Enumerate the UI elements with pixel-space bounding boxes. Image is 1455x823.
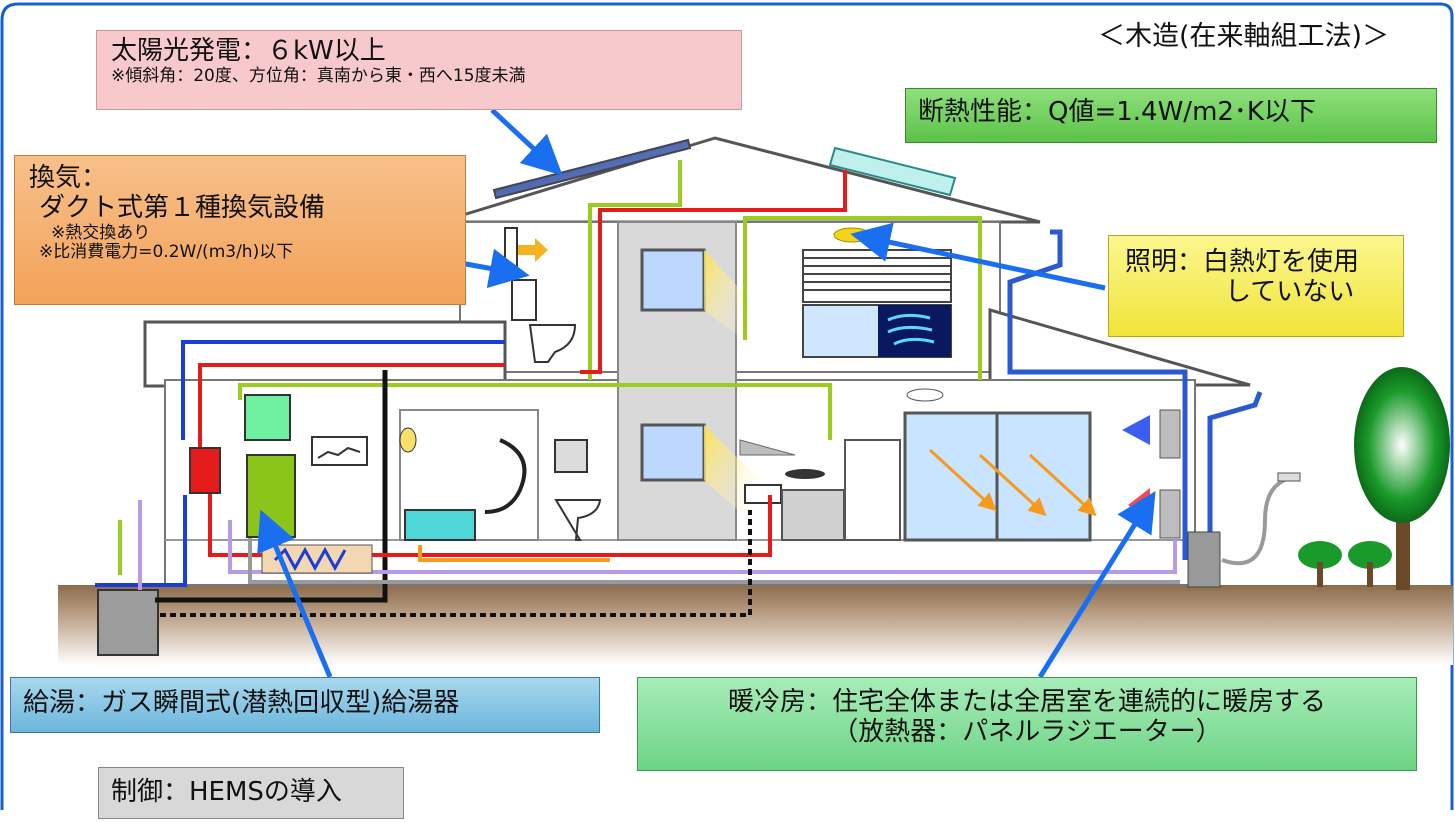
tree-icon <box>1354 367 1450 523</box>
cool-air-icon <box>1122 415 1150 445</box>
solar-water-heater-icon <box>828 146 957 197</box>
solar-power-label: 太陽光発電：６kW以上 ※傾斜角：20度、方位角：真南から東・西へ15度未満 <box>96 30 742 110</box>
ground <box>58 585 1453 665</box>
heating-cooling-line1: 暖冷房：住宅全体または全居室を連続的に暖房する <box>727 687 1326 717</box>
ventilation-unit-icon <box>246 454 296 538</box>
garden-shower-icon <box>1277 472 1301 482</box>
solar-power-note: ※傾斜角：20度、方位角：真南から東・西へ15度未満 <box>111 65 526 86</box>
hot-water-label: 給湯：ガス瞬間式(潜熱回収型)給湯器 <box>10 677 600 733</box>
piping <box>95 160 1180 603</box>
window-lower <box>640 423 706 482</box>
solar-panel-icon <box>492 138 692 200</box>
shrub-icon <box>1348 541 1392 569</box>
refrigerator-icon <box>844 439 901 541</box>
construction-type-subtitle: ＜木造(在来軸組工法)＞ <box>1098 21 1390 52</box>
solar-power-title: 太陽光発電：６kW以上 <box>111 36 386 66</box>
ventilation-note-power: ※比消費電力=0.2W/(m3/h)以下 <box>39 242 294 263</box>
panel-radiator-icon <box>1159 409 1181 459</box>
toilet-icon <box>528 324 577 363</box>
insulation-label: 断熱性能：Q値=1.4W/m2･K以下 <box>905 88 1437 143</box>
ventilation-type: ダクト式第１種換気設備 <box>39 192 326 223</box>
ceiling-lamp-icon <box>833 227 871 243</box>
heating-cooling-line2: （放熱器：パネルラジエーター） <box>832 716 1222 747</box>
vent-fan-icon <box>504 227 518 269</box>
control-label: 制御：HEMSの導入 <box>98 767 404 819</box>
lighting-label: 照明：白熱灯を使用 していない <box>1108 235 1404 337</box>
mirror-icon <box>554 439 588 473</box>
kitchen-counter <box>781 489 845 541</box>
hot-water-text: 給湯：ガス瞬間式(潜熱回収型)給湯器 <box>23 688 460 718</box>
window-upper <box>640 248 706 312</box>
ventilation-label: 換気： ダクト式第１種換気設備 ※熱交換あり ※比消費電力=0.2W/(m3/h… <box>14 155 466 305</box>
panel-radiator-icon <box>1159 489 1181 539</box>
ventilation-title: 換気： <box>29 163 108 193</box>
heat-exchanger-unit-icon <box>244 394 291 441</box>
shower-hose-icon <box>484 438 527 514</box>
shrub-icon <box>1298 541 1342 569</box>
vent-arrow-icon <box>518 238 548 262</box>
washbasin-icon <box>554 499 602 541</box>
rainwater-tank-icon <box>1187 531 1221 588</box>
heating-cooling-label: 暖冷房：住宅全体または全居室を連続的に暖房する （放熱器：パネルラジエーター） <box>637 677 1417 771</box>
bathtub-icon <box>404 509 476 541</box>
kitchen-sink-icon <box>744 484 782 504</box>
ventilation-note-heat-exchange: ※熱交換あり <box>51 222 151 243</box>
toilet-tank-icon <box>511 279 537 321</box>
lighting-line1: 照明：白熱灯を使用 <box>1125 247 1360 277</box>
insulation-text: 断熱性能：Q値=1.4W/m2･K以下 <box>918 97 1316 127</box>
wall-lamp-icon <box>399 427 417 453</box>
lighting-line2: していない <box>1225 276 1355 307</box>
pointer-arrows <box>257 108 1156 679</box>
ceiling-lamp-icon <box>906 388 944 402</box>
frying-pan-icon <box>785 469 825 479</box>
outdoor-unit-icon <box>97 589 159 656</box>
gas-water-heater-icon <box>189 447 221 494</box>
range-hood-icon <box>739 439 796 456</box>
downpipe <box>1007 229 1188 560</box>
control-text: 制御：HEMSの導入 <box>111 777 342 807</box>
